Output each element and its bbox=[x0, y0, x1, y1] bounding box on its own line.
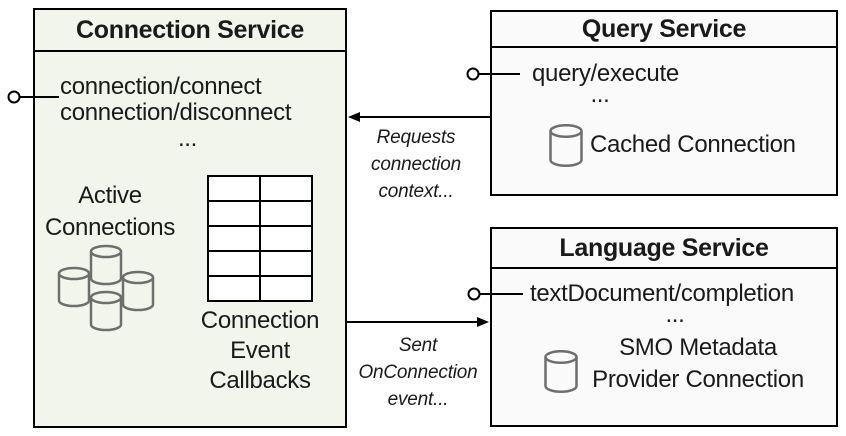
table-cell bbox=[261, 227, 311, 250]
table-cell bbox=[209, 252, 259, 275]
database-cluster-icon bbox=[57, 244, 155, 332]
table-cell bbox=[209, 277, 259, 300]
connection-service-methods: connection/connect connection/disconnect… bbox=[60, 74, 315, 152]
language-service-interface-connector-icon bbox=[467, 287, 523, 301]
query-service-title: Query Service bbox=[492, 12, 836, 48]
language-service-box: Language Service textDocument/completion… bbox=[490, 227, 838, 427]
query-service-interface-connector-icon bbox=[466, 67, 520, 81]
database-cylinder-icon bbox=[549, 124, 583, 168]
requests-connection-arrow bbox=[348, 112, 490, 122]
table-cell bbox=[261, 177, 311, 200]
table-cell bbox=[261, 202, 311, 225]
sent-onconnection-arrow bbox=[347, 317, 489, 327]
active-connections-label: Active Connections bbox=[44, 182, 176, 241]
table-cell bbox=[209, 177, 259, 200]
language-methods-ellipsis: ... bbox=[665, 301, 685, 328]
requests-connection-context-label: Requests connection context... bbox=[371, 127, 461, 202]
table-cell bbox=[209, 202, 259, 225]
query-methods-ellipsis: ... bbox=[590, 81, 610, 108]
method-connection-connect: connection/connect bbox=[60, 73, 262, 100]
cached-connection-label: Cached Connection bbox=[590, 131, 796, 158]
sent-onconnection-event-label: Sent OnConnection event... bbox=[358, 335, 478, 410]
database-cylinder-icon bbox=[544, 350, 578, 394]
methods-ellipsis: ... bbox=[177, 125, 198, 152]
connection-service-interface-connector-icon bbox=[7, 90, 59, 104]
method-query-execute: query/execute bbox=[532, 60, 679, 87]
table-cell bbox=[261, 252, 311, 275]
table-cell bbox=[261, 277, 311, 300]
query-service-box: Query Service query/execute ... Cached C… bbox=[490, 10, 838, 196]
connection-service-box: Connection Service connection/connect co… bbox=[33, 8, 347, 428]
language-service-title: Language Service bbox=[492, 229, 836, 269]
method-textdocument-completion: textDocument/completion bbox=[530, 280, 794, 307]
table-cell bbox=[209, 227, 259, 250]
method-connection-disconnect: connection/disconnect bbox=[60, 99, 292, 126]
connection-event-callbacks-label: Connection Event Callbacks bbox=[200, 307, 320, 394]
connection-service-title: Connection Service bbox=[35, 10, 345, 52]
callbacks-table bbox=[207, 175, 313, 302]
smo-metadata-provider-label: SMO Metadata Provider Connection bbox=[592, 334, 804, 393]
